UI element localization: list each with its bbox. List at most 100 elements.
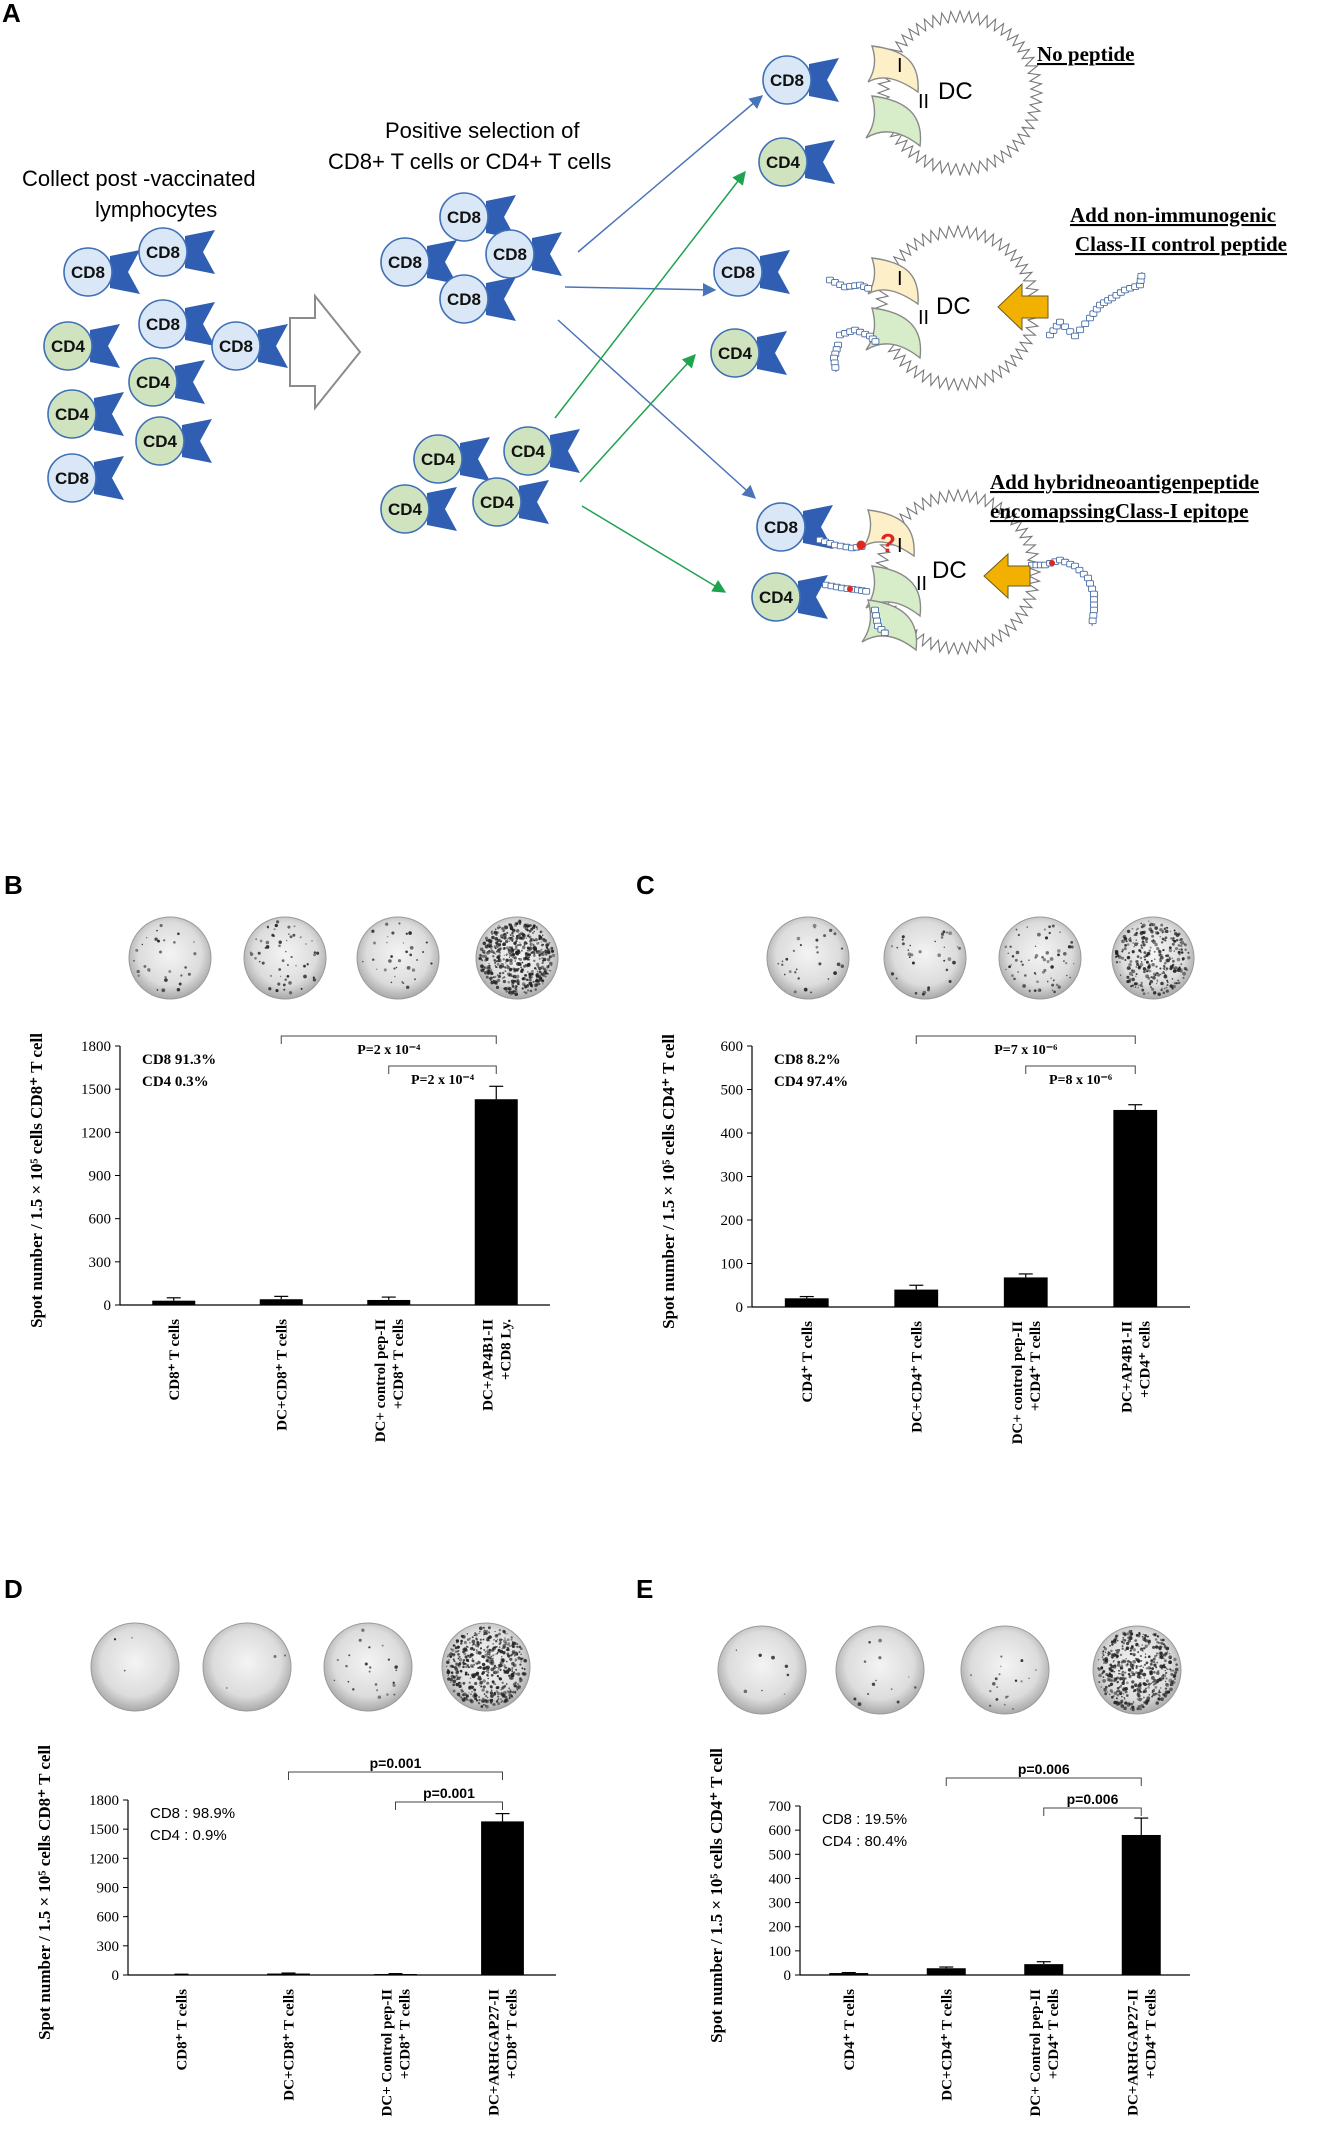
bar [481, 1821, 524, 1975]
y-tick-label: 1500 [81, 1082, 111, 1098]
cell-label: CD8 [721, 263, 755, 282]
tcr-receptor-icon [90, 324, 120, 368]
cell-body [713, 247, 763, 297]
significance-bracket [1043, 1807, 1142, 1816]
cd8-cell: CD8 [439, 192, 516, 242]
dc-label: DC [938, 78, 973, 105]
cd8-cell: CD8 [138, 227, 215, 277]
significance-bracket [280, 1035, 497, 1044]
cell-label: CD8 [388, 253, 422, 272]
y-tick-label: 200 [769, 1920, 792, 1936]
tcr-receptor-icon [798, 575, 828, 619]
tcr-receptor-icon [427, 240, 457, 284]
elispot-well [323, 1622, 413, 1712]
cell-body [472, 477, 522, 527]
cell-body [43, 321, 93, 371]
y-tick-label: 1200 [81, 1125, 111, 1141]
significance-bracket [388, 1065, 497, 1074]
cell-label: CD4 [718, 344, 753, 363]
y-tick-label: 300 [769, 1896, 792, 1912]
collect-text-line1: Collect post -vaccinated [22, 166, 256, 191]
bar [1121, 1834, 1161, 1975]
cd4-cell: CD4 [758, 137, 835, 187]
y-tick-label: 400 [769, 1871, 792, 1887]
amino-acid-bead [1137, 272, 1146, 280]
elispot-well [475, 916, 559, 1000]
y-tick-label: 0 [784, 1968, 792, 1984]
tcr-receptor-icon [427, 487, 457, 531]
x-tick-label: DC+AP4B1-II [480, 1319, 496, 1411]
cell-body [135, 416, 185, 466]
purity-info: CD8 : 19.5% [822, 1811, 907, 1828]
y-tick-label: 100 [769, 1944, 792, 1960]
amino-acid-bead [1089, 612, 1098, 619]
x-tick-label: DC+ARHGAP27-II [1125, 1989, 1141, 2116]
panel-letter: C [636, 870, 655, 900]
peptide-added-arrow [983, 552, 1031, 600]
cell-label: CD4 [143, 432, 178, 451]
amino-acid-bead [831, 364, 840, 371]
amino-acid-bead [880, 629, 889, 637]
y-tick-label: 0 [104, 1298, 112, 1314]
bar [152, 1300, 196, 1305]
cd4-cell: CD4 [47, 389, 124, 439]
x-tick-label: DC+CD4⁺ T cells [939, 1989, 955, 2101]
cell-label: CD8 [447, 290, 481, 309]
cell-label: CD4 [388, 500, 423, 519]
p-value-label: p=0.001 [423, 1785, 475, 1801]
cell-label: CD8 [219, 337, 253, 356]
y-axis-label: Spot number / 1.5 × 10⁵ cells CD4⁺ T cel… [707, 1748, 726, 2043]
tcr-receptor-icon [805, 140, 835, 184]
amino-acid-bead [1056, 318, 1064, 326]
cd4-cell: CD4 [380, 484, 457, 534]
y-tick-label: 1200 [89, 1851, 119, 1867]
cell-label: CD4 [766, 153, 801, 172]
condition-no-peptide: No peptide [1037, 42, 1134, 66]
y-tick-label: 1500 [89, 1822, 119, 1838]
p-value-label: p=0.006 [1018, 1761, 1070, 1777]
cd8-cell: CD8 [138, 299, 215, 349]
cd8-cell: CD8 [47, 453, 124, 503]
significance-bracket [1025, 1065, 1136, 1074]
elispot-well [766, 916, 850, 1000]
cd8-cell: CD8 [211, 321, 288, 371]
significance-bracket [945, 1777, 1142, 1786]
x-tick-label: +CD8 Ly. [498, 1319, 514, 1380]
y-tick-label: 100 [721, 1257, 744, 1273]
selection-text-line2: CD8+ T cells or CD4+ T cells [328, 149, 611, 174]
cd4-cell: CD4 [128, 357, 205, 407]
panel-a-letter: A [2, 0, 21, 28]
cell-body [439, 192, 489, 242]
y-tick-label: 600 [769, 1823, 792, 1839]
cd8-cell: CD8 [756, 502, 833, 552]
bar [367, 1299, 411, 1305]
cell-label: CD8 [770, 71, 804, 90]
cell-label: CD4 [55, 405, 90, 424]
tcr-receptor-icon [175, 360, 205, 404]
cell-label: CD4 [480, 493, 515, 512]
amino-acid-bead [871, 338, 880, 345]
mhc-class-i [867, 257, 919, 306]
cell-body [380, 484, 430, 534]
amino-acid-bead [872, 612, 880, 619]
y-tick-label: 600 [721, 1039, 744, 1055]
cell-label: CD8 [447, 208, 481, 227]
cell-body [751, 572, 801, 622]
cd4-cell: CD4 [710, 328, 787, 378]
cell-label: CD4 [51, 337, 86, 356]
bar [267, 1973, 310, 1975]
tcr-receptor-icon [519, 480, 549, 524]
cd8-cell: CD8 [380, 237, 457, 287]
y-tick-label: 1800 [89, 1793, 119, 1809]
elispot-well [835, 1625, 925, 1715]
bar [894, 1289, 939, 1307]
amino-acid-bead [1081, 320, 1090, 328]
y-tick-label: 700 [769, 1799, 792, 1815]
tcr-receptor-icon [185, 302, 215, 346]
condition-hybrid-peptide-line2: encomapssingClass-I epitope [990, 499, 1248, 523]
cd8-cell: CD8 [63, 247, 140, 297]
purity-info: CD4 : 80.4% [822, 1833, 907, 1850]
class-i-label: I [897, 535, 903, 557]
purity-info: CD8 8.2% [774, 1052, 841, 1068]
